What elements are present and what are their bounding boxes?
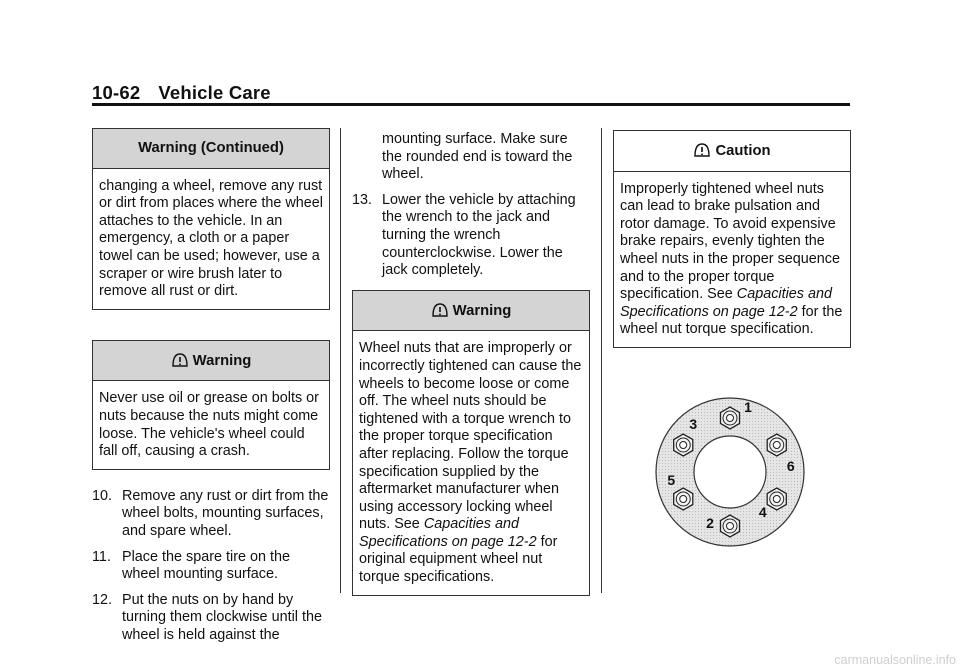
page-reference: Capacities and Specifications on page 12…: [359, 516, 537, 550]
steps-list: 10. Remove any rust or dirt from the whe…: [92, 488, 330, 645]
page-reference: Capacities and Specifications on page 12…: [620, 286, 832, 320]
caution-box-header: Caution: [614, 131, 850, 172]
warning-icon: [171, 353, 188, 367]
caution-text-part: for the wheel nut torque specification.: [620, 303, 843, 338]
warning-box-torque-title: Warning: [452, 302, 512, 319]
column-2: mounting surface. Make sure the rounded …: [352, 131, 590, 596]
step-number: 13.: [352, 191, 373, 208]
caution-text-part: Improperly tightened wheel nuts can lead…: [620, 180, 841, 303]
step-number: 12.: [92, 591, 113, 608]
column-1: Warning (Continued) changing a wheel, re…: [92, 128, 330, 652]
nut-sequence-label: 2: [706, 515, 714, 531]
wheel-nut-sequence-diagram: 1 2 3 4 5 6: [655, 397, 805, 547]
step-text: Place the spare tire on the wheel mounti…: [122, 548, 290, 583]
warning-continued-box: Warning (Continued) changing a wheel, re…: [92, 128, 330, 310]
step-number: 10.: [92, 487, 113, 504]
warning-text: Wheel nuts that are improperly or incorr…: [359, 340, 582, 533]
warning-box-oil-title: Warning: [192, 352, 252, 369]
lug-nut-icon: [766, 487, 787, 511]
warning-box-torque-header: Warning: [353, 290, 589, 332]
list-item: 13. Lower the vehicle by attaching the w…: [352, 192, 590, 280]
warning-text: for original equipment wheel nut torque …: [359, 533, 558, 586]
nut-sequence-label: 5: [667, 472, 675, 488]
step-text: Remove any rust or dirt from the wheel b…: [122, 487, 329, 539]
step-number: 11.: [92, 548, 111, 565]
lug-nut-icon: [719, 406, 741, 430]
warning-continued-title: Warning (Continued): [93, 129, 329, 169]
caution-title: Caution: [715, 143, 771, 159]
warning-box-oil-header: Warning: [93, 340, 329, 382]
warning-box-torque: Warning Wheel nuts that are improperly o…: [352, 289, 590, 596]
warning-box-torque-text: Wheel nuts that are improperly or incorr…: [353, 331, 589, 594]
nut-sequence-label: 1: [744, 399, 752, 415]
caution-icon: [694, 143, 711, 157]
caution-box: Caution Improperly tightened wheel nuts …: [613, 130, 851, 348]
page-title: 10-62 Vehicle Care: [92, 82, 850, 103]
header-rule: [92, 103, 850, 106]
warning-continued-text: changing a wheel, remove any rust or dir…: [99, 177, 323, 300]
watermark: carmanualsonline.info: [834, 653, 956, 668]
step-text: Put the nuts on by hand by turning them …: [122, 591, 322, 643]
list-item: 11. Place the spare tire on the wheel mo…: [92, 549, 330, 584]
page-number: 10-62: [92, 82, 141, 103]
lug-nut-icon: [673, 487, 694, 511]
nut-sequence-label: 4: [759, 504, 767, 520]
nut-sequence-label: 6: [787, 458, 795, 474]
section-title: Vehicle Care: [158, 82, 271, 103]
list-item: 12. Put the nuts on by hand by turning t…: [92, 592, 330, 645]
nut-sequence-label: 3: [689, 416, 697, 432]
column-3: Caution Improperly tightened wheel nuts …: [613, 130, 851, 348]
column-divider: [601, 128, 602, 593]
page-header: 10-62 Vehicle Care: [92, 82, 850, 103]
list-item: 10. Remove any rust or dirt from the whe…: [92, 488, 330, 541]
lug-nut-icon: [766, 433, 787, 457]
lug-nut-icon: [719, 514, 741, 538]
wheel-center-hole: [693, 435, 767, 509]
step-text: Lower the vehicle by attaching the wrenc…: [382, 191, 576, 279]
warning-icon: [431, 303, 448, 317]
lug-nut-icon: [673, 433, 694, 457]
warning-box-oil: Warning Never use oil or grease on bolts…: [92, 339, 330, 470]
column-divider: [340, 128, 341, 593]
warning-box-oil-text: Never use oil or grease on bolts or nuts…: [99, 390, 319, 460]
caution-text: Improperly tightened wheel nuts can lead…: [614, 172, 850, 347]
step-12-continued: mounting surface. Make sure the rounded …: [382, 131, 573, 183]
